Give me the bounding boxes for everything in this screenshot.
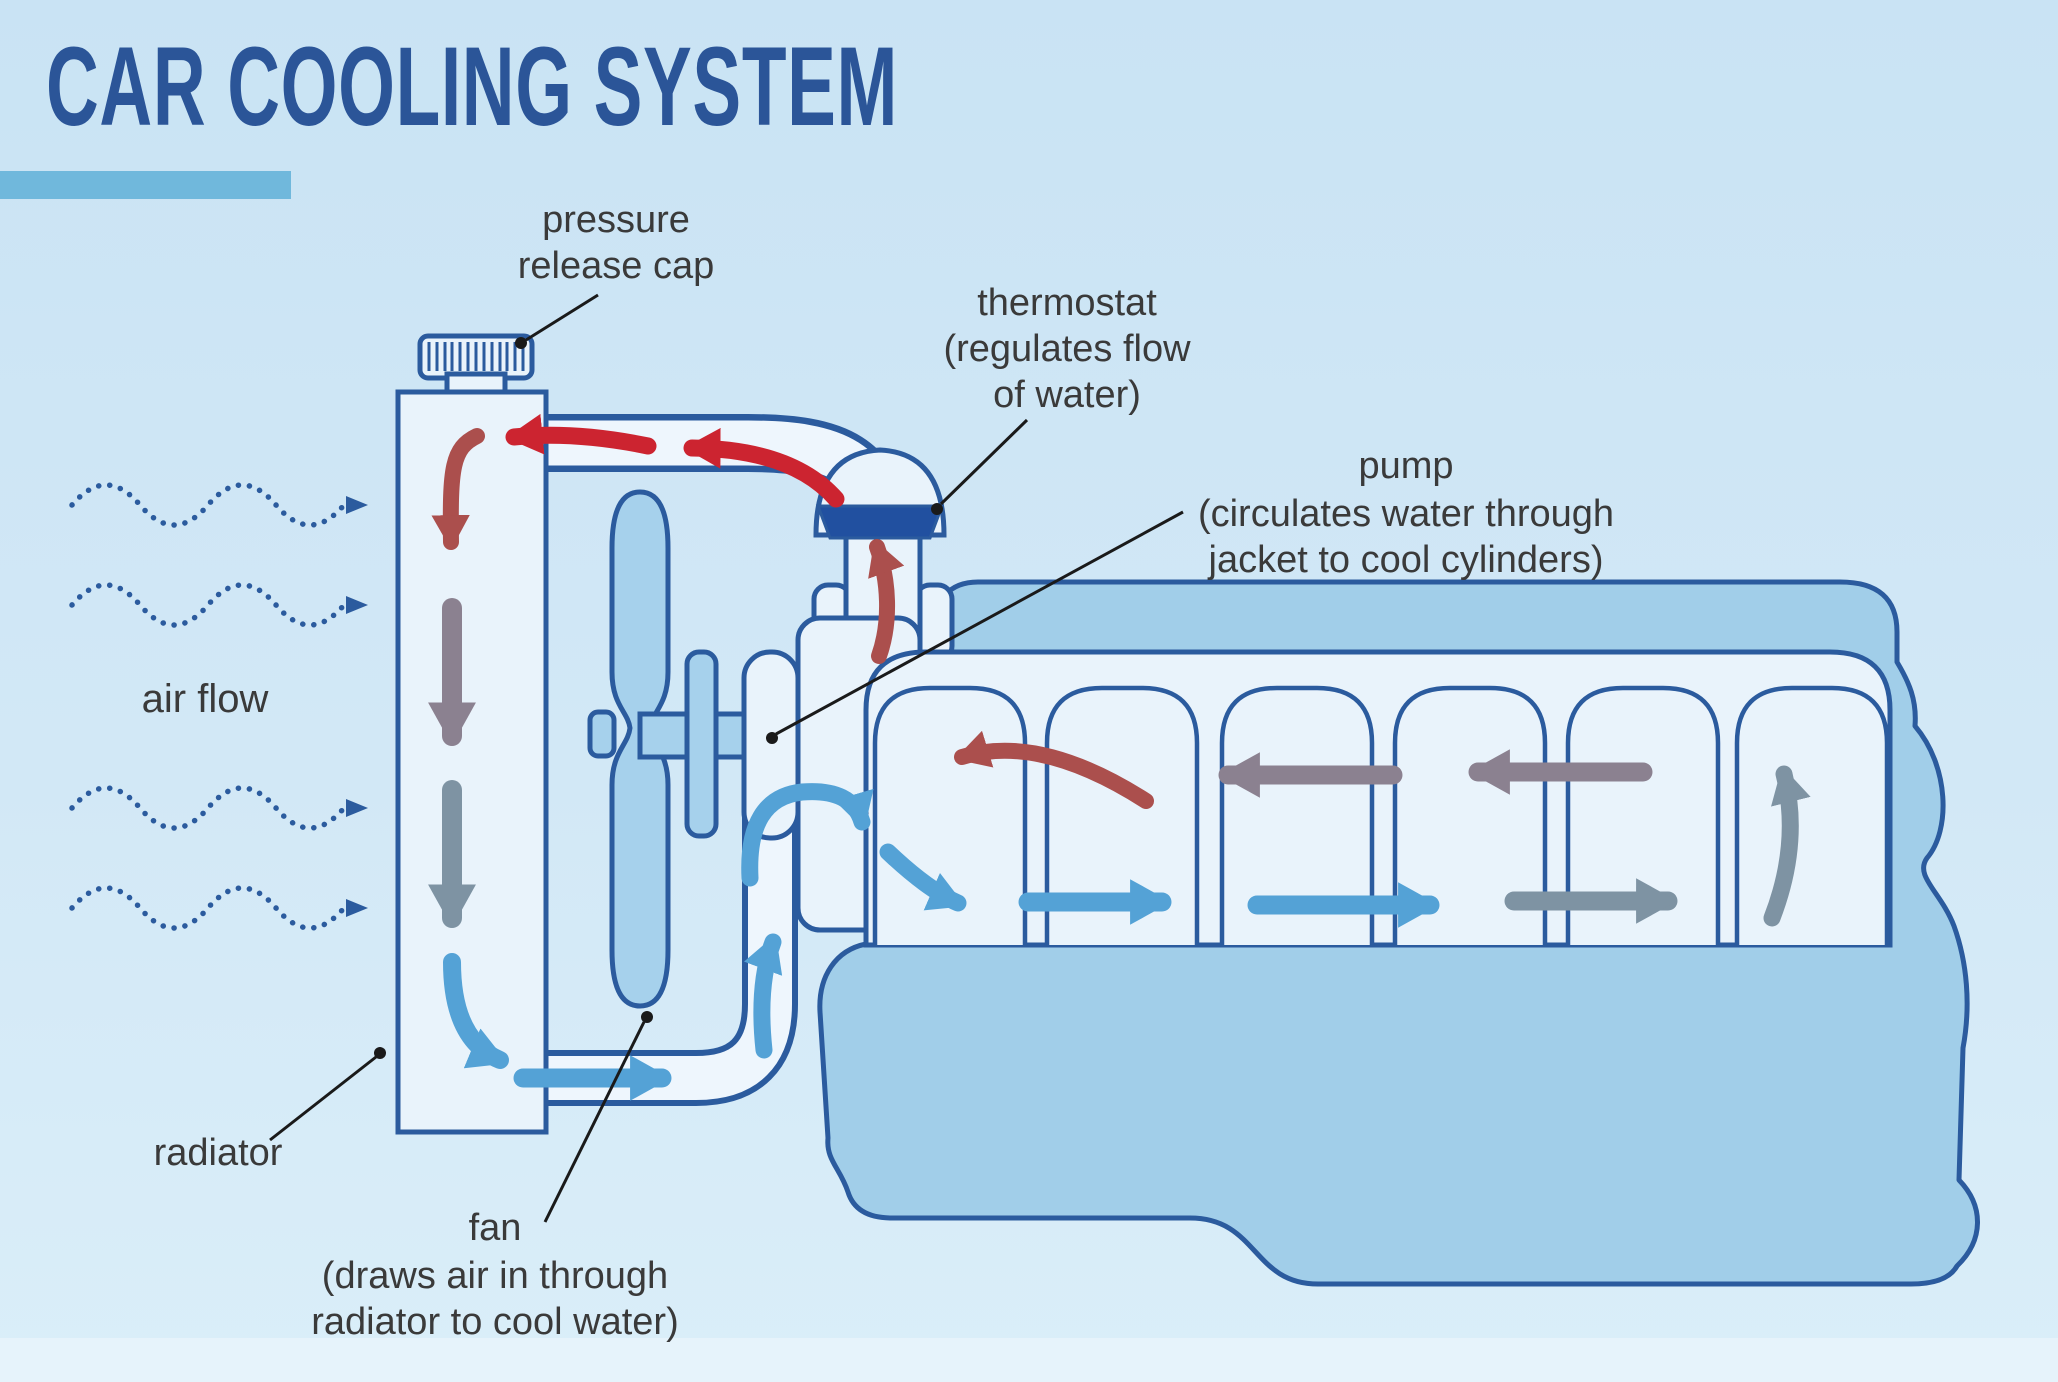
radiator: [395, 333, 549, 1135]
fan-label-line1: fan: [469, 1207, 522, 1249]
air-flow-arrowhead-4: [346, 899, 368, 917]
leader-lines: [269, 293, 1184, 1223]
warming-coolant-arrow-cylinder-6: [1763, 765, 1811, 927]
labels: pressure release cap thermostat (regulat…: [142, 199, 1614, 1343]
thermostat-label-line2: (regulates flow: [943, 328, 1191, 370]
cylinders: [872, 685, 1890, 945]
thermostat-leader-dot: [931, 503, 943, 515]
water-jacket: [863, 649, 1893, 948]
footer-strip: [0, 1338, 2058, 1382]
air-flow-arrowhead-1: [346, 496, 368, 514]
hot-coolant-arrow-pump-riser: [868, 539, 905, 664]
air-flow-arrowhead-2: [346, 596, 368, 614]
title-accent-bar: [0, 171, 291, 199]
radiator-leader-dot: [374, 1047, 386, 1059]
fan-label-line3: radiator to cool water): [311, 1301, 679, 1343]
coolant-flow-arrows: [427, 413, 1811, 1101]
thermostat: [813, 447, 947, 540]
hot-coolant-arrow-jacket: [954, 730, 1154, 809]
pump-leader-dot: [766, 732, 778, 744]
fan-label-line2: (draws air in through: [322, 1255, 668, 1297]
cool-coolant-arrow-into-jacket: [879, 843, 967, 912]
pump-label-line1: pump: [1358, 445, 1453, 487]
cool-coolant-arrow-pump-turn: [741, 783, 874, 887]
fan-leader-dot: [641, 1011, 653, 1023]
cylinder-5: [1565, 685, 1721, 945]
page-title: CAR COOLING SYSTEM: [46, 24, 898, 150]
air-flow-arrowhead-3: [346, 799, 368, 817]
radiator-body: [395, 389, 549, 1135]
cool-coolant-arrow-riser: [743, 933, 783, 1059]
thermostat-label-line1: thermostat: [977, 282, 1157, 324]
fan-hub-plate: [684, 649, 719, 839]
air-flow-label: air flow: [142, 677, 269, 721]
cool-coolant-arrow-radiator-exit: [443, 953, 509, 1069]
thermostat-label-line3: of water): [993, 374, 1141, 416]
hot-coolant-arrow-hose-left: [505, 413, 657, 455]
cylinder-6: [1734, 685, 1890, 945]
pressure-cap-label-line1: pressure: [542, 199, 690, 241]
pump-label-line3: jacket to cool cylinders): [1208, 539, 1604, 581]
fan-assembly: [587, 489, 767, 1009]
pressure-cap-label-line2: release cap: [518, 245, 714, 287]
cap-leader-dot: [515, 337, 527, 349]
radiator-label: radiator: [154, 1132, 283, 1174]
hot-coolant-arrow-into-radiator: [431, 428, 485, 550]
fan-spinner-nub: [587, 709, 617, 759]
air-flow-waves: [69, 482, 368, 931]
hot-coolant-arrow-hose-right: [683, 427, 845, 508]
pump-label-line2: (circulates water through: [1198, 493, 1614, 535]
thermostat-valve: [815, 504, 945, 540]
